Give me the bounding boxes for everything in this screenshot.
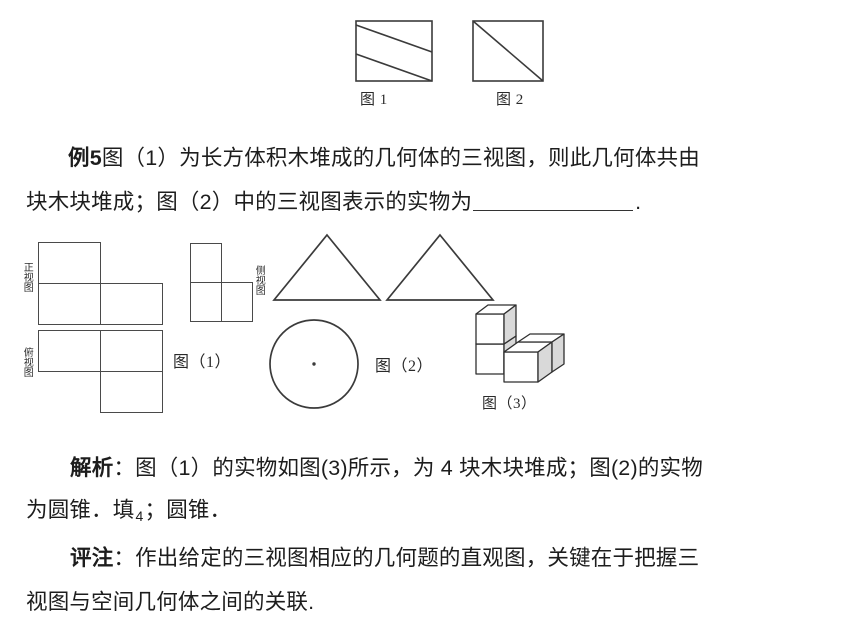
problem-line-2: 块木块堆成；图（2）中的三视图表示的实物为. — [26, 190, 642, 214]
figure-1-square-two-diagonals — [355, 20, 433, 82]
figure2-caption: 图（2） — [375, 358, 434, 375]
front-view-cell-top — [38, 242, 101, 284]
figure-1-caption: 图 1 — [360, 92, 388, 108]
analysis-line-2-a: 为圆锥．填 — [26, 498, 135, 522]
figure-2-square-one-diagonal — [472, 20, 544, 82]
answer-blank[interactable] — [473, 210, 634, 211]
comment-line-1: 评注：作出给定的三视图相应的几何题的直观图，关键在于把握三 — [70, 546, 700, 570]
comment-line-2: 视图与空间几何体之间的关联. — [26, 590, 315, 614]
front-view-cell-bottom-left — [38, 283, 101, 325]
side-view-label: 侧视图 — [253, 265, 265, 295]
comment-colon: ： — [113, 546, 136, 570]
problem-line-1-text: 图（1）为长方体积木堆成的几何体的三视图，则此几何体共由 — [101, 146, 700, 170]
analysis-line-2-b: ；圆锥． — [144, 498, 232, 522]
side-view-cell-bottom-right — [221, 282, 253, 322]
analysis-marker: 解析 — [70, 456, 114, 480]
triangle-icon — [272, 233, 382, 301]
analysis-fill-value: 4 — [135, 508, 144, 524]
comment-line-2-text: 视图与空间几何体之间的关联. — [26, 590, 315, 614]
problem-line-2-period: . — [635, 190, 642, 214]
figure2-circle — [268, 318, 360, 410]
problem-line-1: 例5图（1）为长方体积木堆成的几何体的三视图，则此几何体共由 — [68, 146, 700, 170]
analysis-line-1: 解析：图（1）的实物如图(3)所示，为 4 块木块堆成；图(2)的实物 — [70, 456, 703, 480]
triangle-icon — [385, 233, 495, 301]
comment-line-1-text: 作出给定的三视图相应的几何题的直观图，关键在于把握三 — [135, 546, 700, 570]
figure1-caption: 图（1） — [173, 354, 232, 371]
front-view-cell-bottom-right — [100, 283, 163, 325]
top-view-cell-bottom-right — [100, 371, 163, 413]
top-view-cell-top-left — [38, 330, 101, 372]
analysis-colon: ： — [113, 456, 136, 480]
top-figure-1 — [355, 20, 433, 82]
problem-marker: 例5 — [68, 146, 102, 170]
analysis-line-1-text: 图（1）的实物如图(3)所示，为 4 块木块堆成；图(2)的实物 — [135, 456, 703, 480]
top-view-cell-top-right — [100, 330, 163, 372]
figure3-caption: 图（3） — [482, 396, 537, 412]
problem-line-2-text: 块木块堆成；图（2）中的三视图表示的实物为 — [26, 190, 473, 214]
figure-2-caption: 图 2 — [496, 92, 524, 108]
top-view-label: 俯视图 — [21, 347, 33, 377]
comment-marker: 评注 — [70, 546, 114, 570]
circle-with-center-dot-icon — [269, 319, 359, 409]
analysis-line-2: 为圆锥．填4；圆锥． — [26, 498, 232, 524]
figure2-triangle-left — [272, 233, 382, 303]
front-view-label: 正视图 — [21, 262, 33, 292]
side-view-cell-top — [190, 243, 222, 283]
top-figure-2 — [472, 20, 544, 82]
side-view-cell-bottom-left — [190, 282, 222, 322]
figure3-cubes — [468, 292, 572, 390]
figure2-triangle-right — [385, 233, 495, 303]
four-stacked-cubes-icon — [475, 304, 565, 383]
